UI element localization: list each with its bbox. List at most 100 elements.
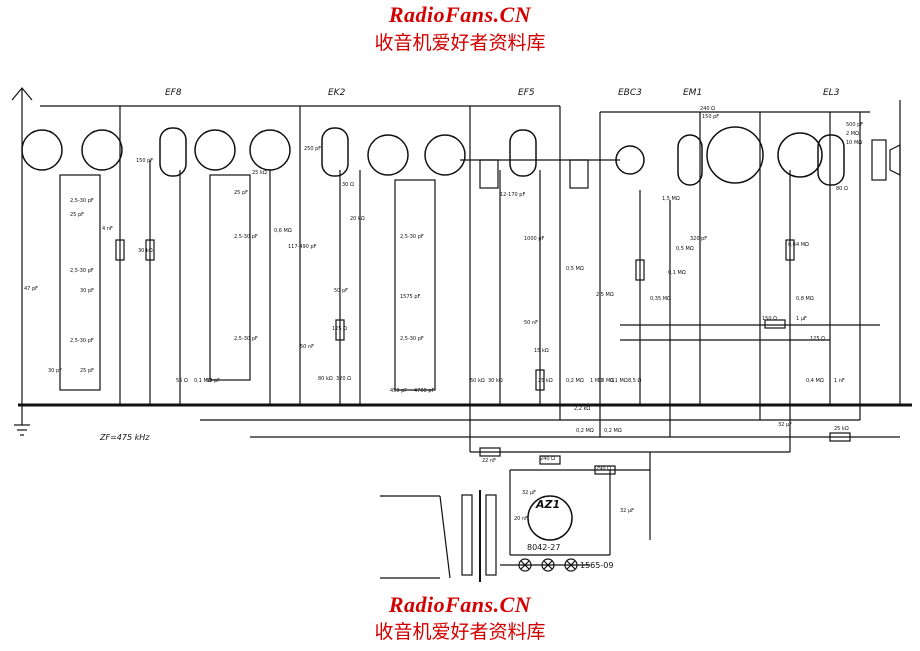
tube-labels: EF8 EK2 EF5 EBC3 EM1 EL3 AZ1 xyxy=(165,88,840,511)
watermark-site-bottom: RadioFans.CN xyxy=(388,592,532,617)
if-transformer xyxy=(479,159,589,189)
component-value-label: 30 kΩ xyxy=(138,248,153,254)
component-value-label: 125 Ω xyxy=(810,336,825,342)
component-value-label: 20 kΩ xyxy=(350,216,365,222)
component-value-label: 25 kΩ xyxy=(538,378,553,384)
component-value-label: 80 kΩ xyxy=(318,376,333,382)
component-value-label: 0,8 MΩ xyxy=(796,296,814,302)
component-value-label: 0,1 MΩ xyxy=(610,378,628,384)
component-value-label: 30 kΩ xyxy=(488,378,503,384)
component-value-label: 0,2 MΩ xyxy=(566,378,584,384)
tube-ek2 xyxy=(321,127,349,177)
component-value-label: 25 pF xyxy=(234,190,248,196)
component-value-label: 240 Ω xyxy=(700,106,715,112)
component-value-label: 50 pF xyxy=(206,378,220,384)
component-value-label: 0,35 MΩ xyxy=(650,296,671,302)
component-value-label: 25 kΩ xyxy=(834,426,849,432)
component-value-label: 320 Ω xyxy=(336,376,351,382)
component-value-label: 22 nF xyxy=(482,458,496,464)
wavechange-switch-1 xyxy=(21,129,63,171)
component-value-label: 1 µF xyxy=(796,316,807,322)
component-value-label: 0,1 MΩ xyxy=(668,270,686,276)
component-value-label: 2 MΩ xyxy=(846,131,859,137)
component-value-label: 2,5-30 pF xyxy=(70,338,94,344)
tube-ef5 xyxy=(509,129,537,177)
component-value-label: 25 kΩ xyxy=(252,170,267,176)
misc-labels: ZF=475 kHz 8042-27 1565-09 xyxy=(99,433,613,570)
component-value-label: 150 Ω xyxy=(762,316,777,322)
tube-label-az1: AZ1 xyxy=(535,498,560,511)
component-value-label: 4700 pF xyxy=(414,388,434,394)
lamp-code: 1565-09 xyxy=(580,561,613,570)
component-value-label: 32 µF xyxy=(620,508,634,514)
watermark-subtitle-top: 收音机爱好者资料库 xyxy=(374,32,546,54)
speaker xyxy=(889,144,901,176)
tube-el3 xyxy=(817,134,845,186)
component-value-label: 10 MΩ xyxy=(846,140,862,146)
component-value-label: 30 Ω xyxy=(342,182,354,188)
component-value-label: 20 nF xyxy=(514,516,528,522)
component-value-label: 2,5-30 pF xyxy=(400,336,424,342)
component-value-label: 2,2 kΩ xyxy=(574,406,590,412)
tube-label-ef5: EF5 xyxy=(518,88,535,98)
component-value-label: 320 pF xyxy=(690,236,707,242)
component-value-label: 56 Ω xyxy=(176,378,188,384)
component-value-label: 117-490 pF xyxy=(288,244,317,250)
component-value-label: 30 pF xyxy=(80,288,94,294)
wavechange-switch-2 xyxy=(81,129,123,171)
component-value-label: 0,5 MΩ xyxy=(676,246,694,252)
component-value-label: 4 nF xyxy=(102,226,113,232)
component-value-label: 1 nF xyxy=(834,378,845,384)
mains-transformer-primary xyxy=(461,494,473,576)
tube-envelopes xyxy=(21,126,845,541)
tube-label-ek2: EK2 xyxy=(328,88,346,98)
tube-ef8 xyxy=(159,127,187,177)
component-value-label: 25 pF xyxy=(70,212,84,218)
transformer-code: 8042-27 xyxy=(527,543,560,552)
component-value-label: 0,2 MΩ xyxy=(576,428,594,434)
component-value-label: 500 pF xyxy=(846,122,863,128)
component-value-label: 30 pF xyxy=(48,368,62,374)
component-value-label: 250 pF xyxy=(304,146,321,152)
component-value-label: 2,5-30 pF xyxy=(400,234,424,240)
component-value-label: 1,5 MΩ xyxy=(662,196,680,202)
tube-label-ef8: EF8 xyxy=(165,88,182,98)
component-value-label: 0,2 MΩ xyxy=(604,428,622,434)
component-value-label: 25 pF xyxy=(80,368,94,374)
zf-label: ZF=475 kHz xyxy=(99,433,150,442)
tube-az1 xyxy=(527,495,573,541)
tube-ebc3 xyxy=(615,145,645,175)
component-value-label: 0,6 MΩ xyxy=(274,228,292,234)
wavechange-switch-6 xyxy=(424,134,466,176)
output-transformer xyxy=(871,139,887,181)
component-value-label: 1 MΩ xyxy=(590,378,603,384)
tube-label-em1: EM1 xyxy=(683,88,702,98)
component-value-label: 2,5-30 pF xyxy=(234,234,258,240)
wavechange-switch-5 xyxy=(367,134,409,176)
component-value-label: 15 kΩ xyxy=(534,348,549,354)
component-value-label: 450 pF xyxy=(390,388,407,394)
component-value-label: 50 kΩ xyxy=(470,378,485,384)
component-value-label: 10 MΩ xyxy=(598,378,614,384)
component-value-label: 240 Ω xyxy=(540,456,555,462)
component-value-label: 80 Ω xyxy=(836,186,848,192)
component-value-label: 0,64 MΩ xyxy=(788,242,809,248)
component-value-label: 32 µF xyxy=(778,422,792,428)
component-value-label: 2,5-30 pF xyxy=(70,198,94,204)
tube-em1 xyxy=(677,134,703,186)
component-value-label: 150 pF xyxy=(136,158,153,164)
component-value-label: 8,5 Ω xyxy=(628,378,642,384)
component-value-label: 150 pF xyxy=(702,114,719,120)
wavechange-switch-3 xyxy=(194,129,236,171)
schematic-wiring xyxy=(11,87,912,582)
component-value-label: 2,5-30 pF xyxy=(70,268,94,274)
tuning-eye xyxy=(706,126,764,184)
component-value-label: 1000 pF xyxy=(524,236,544,242)
wavechange-switch-4 xyxy=(249,129,291,171)
component-value-label: 2,5-30 pF xyxy=(234,336,258,342)
component-values: 150 pF 2,5-30 pF 25 pF 4 nF 2,5-30 pF 30 pF 2,… xyxy=(24,106,863,522)
tube-label-ebc3: EBC3 xyxy=(618,88,642,98)
component-value-label: 0,1 MΩ xyxy=(194,378,212,384)
component-value-label: 50 nF xyxy=(524,320,538,326)
